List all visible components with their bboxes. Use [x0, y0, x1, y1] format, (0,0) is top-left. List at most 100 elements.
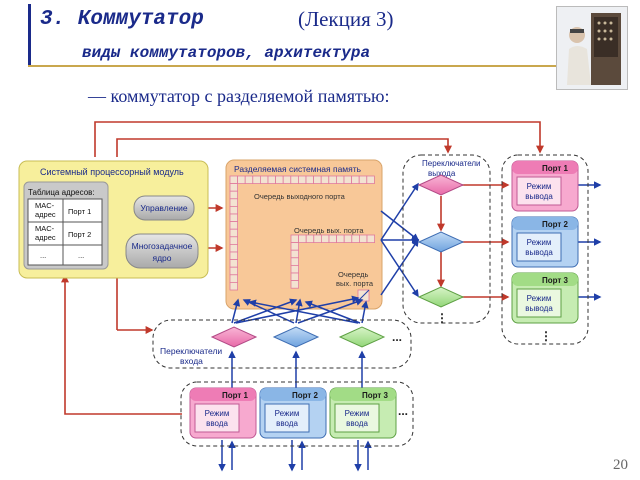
queue-1-cell	[229, 274, 238, 283]
output-port-3-title: Порт 3	[542, 276, 569, 285]
memory-title: Разделяемая системная память	[234, 164, 362, 174]
queue-1-cell	[351, 175, 360, 184]
queue-1-cell	[275, 175, 284, 184]
queue-1-cell	[229, 236, 238, 245]
queue-1-cell	[259, 175, 269, 184]
output-port-3-mode-1: Режим	[527, 294, 552, 303]
queue-1-cell	[229, 183, 238, 192]
cpu-module: Системный процессорный модуль Таблица ад…	[18, 160, 209, 279]
address-row-2-port: Порт 2	[68, 230, 91, 239]
input-port-2-mode-1: Режим	[275, 409, 300, 418]
input-switch-1	[210, 326, 258, 348]
address-row-3-port: ...	[78, 251, 84, 260]
queue-2-cell	[305, 234, 315, 243]
input-port-3: Порт 3 Режим ввода	[329, 387, 397, 439]
telephone-operator-photo	[556, 6, 628, 90]
output-switch-3	[417, 286, 465, 308]
cpu-module-title: Системный процессорный модуль	[40, 167, 184, 177]
queue-1-cell	[229, 175, 238, 184]
queue-2-cell	[313, 234, 322, 243]
queue-1-cell	[252, 175, 261, 184]
output-port-2: Порт 2 Режим вывода	[511, 216, 579, 268]
queue-1-cell	[229, 221, 238, 230]
output-switches-label-1: Переключатели	[422, 159, 481, 168]
queue-2-cell	[351, 234, 360, 243]
queue-1-cell	[343, 175, 352, 184]
queue-1-cell	[229, 198, 238, 207]
queue-3-label-2: вых. порта	[336, 279, 374, 288]
output-ports-more: ⋮	[540, 329, 552, 343]
queue-2-cell	[366, 234, 375, 243]
output-port-1: Порт 1 Режим вывода	[511, 160, 579, 212]
queue-2-cell	[343, 234, 353, 243]
queue-1-cell	[229, 228, 238, 238]
queue-2-cell	[328, 234, 337, 243]
queue-2-label: Очередь вых. порта	[294, 226, 364, 235]
output-switches-more: ⋮	[436, 311, 448, 325]
output-port-1-mode-1: Режим	[527, 182, 552, 191]
slide-subtitle: виды коммутаторов, архитектура	[82, 44, 371, 62]
address-row-1-mac-l1: MAC-	[35, 201, 55, 210]
output-switches-label-2: выхода	[428, 169, 456, 178]
title-accent-bar	[28, 4, 31, 66]
queue-1-cell	[335, 175, 345, 184]
queue-1-cell	[313, 175, 322, 184]
input-port-1-mode-2: ввода	[206, 419, 228, 428]
slide-title: 3. Коммутатор	[40, 8, 204, 31]
input-port-3-mode-1: Режим	[345, 409, 370, 418]
input-switches: ... Переключатели входа	[152, 319, 412, 369]
input-port-1: Порт 1 Режим ввода	[189, 387, 257, 439]
queue-3-label-1: Очередь	[338, 270, 368, 279]
queue-1-cell	[297, 175, 307, 184]
queue-1-cell	[229, 251, 238, 260]
output-switch-2	[417, 231, 465, 253]
queue-1-cell	[320, 175, 330, 184]
input-port-3-title: Порт 3	[362, 391, 389, 400]
output-ports: Порт 1 Режим вывода Порт 2 Режим вывода …	[501, 154, 589, 345]
output-switch-1	[417, 174, 465, 196]
queue-2-cell	[290, 264, 299, 274]
output-port-2-title: Порт 2	[542, 220, 569, 229]
input-port-2: Порт 2 Режим ввода	[259, 387, 327, 439]
input-switches-label-2: входа	[180, 356, 203, 366]
queue-1-cell	[305, 175, 314, 184]
queue-1-cell	[237, 175, 246, 184]
address-row-2-mac-l2: адрес	[35, 233, 56, 242]
queue-1-cell	[229, 213, 238, 222]
queue-1-cell	[282, 175, 292, 184]
address-row-2-mac-l1: MAC-	[35, 224, 55, 233]
address-row-3-mac: ...	[40, 251, 46, 260]
input-ports-more: ...	[398, 404, 408, 418]
queue-1-cell	[229, 205, 238, 215]
output-port-2-mode-1: Режим	[527, 238, 552, 247]
queue-2-cell	[290, 280, 299, 289]
input-ports: Порт 1 Режим ввода Порт 2 Режим ввода По…	[180, 381, 414, 447]
control-block-label: Управление	[140, 203, 188, 213]
output-port-3: Порт 3 Режим вывода	[511, 272, 579, 324]
input-port-2-mode-2: ввода	[276, 419, 298, 428]
queue-1-cell	[229, 259, 238, 268]
address-row-1-mac-l2: адрес	[35, 210, 56, 219]
queue-1-cell	[244, 175, 254, 184]
queue-2-cell	[290, 257, 299, 266]
output-port-2-mode-2: вывода	[525, 248, 553, 257]
output-port-3-mode-2: вывода	[525, 304, 553, 313]
input-switches-label-1: Переключатели	[160, 346, 222, 356]
input-port-2-title: Порт 2	[292, 391, 319, 400]
queue-1-cell	[229, 190, 238, 200]
queue-2-cell	[336, 234, 345, 243]
address-row-1-port: Порт 1	[68, 207, 91, 216]
page-number: 20	[613, 457, 628, 473]
queue-2-cell	[290, 272, 299, 281]
output-port-1-mode-2: вывода	[525, 192, 553, 201]
input-port-1-mode-1: Режим	[205, 409, 230, 418]
queue-1-cell	[290, 175, 299, 184]
queue-2-cell	[290, 249, 299, 259]
lecture-label: (Лекция 3)	[298, 7, 394, 31]
queue-1-cell	[366, 175, 375, 184]
input-port-3-mode-2: ввода	[346, 419, 368, 428]
input-switch-2	[272, 326, 320, 348]
queue-1-cell	[229, 266, 238, 276]
queue-1-cell	[328, 175, 337, 184]
